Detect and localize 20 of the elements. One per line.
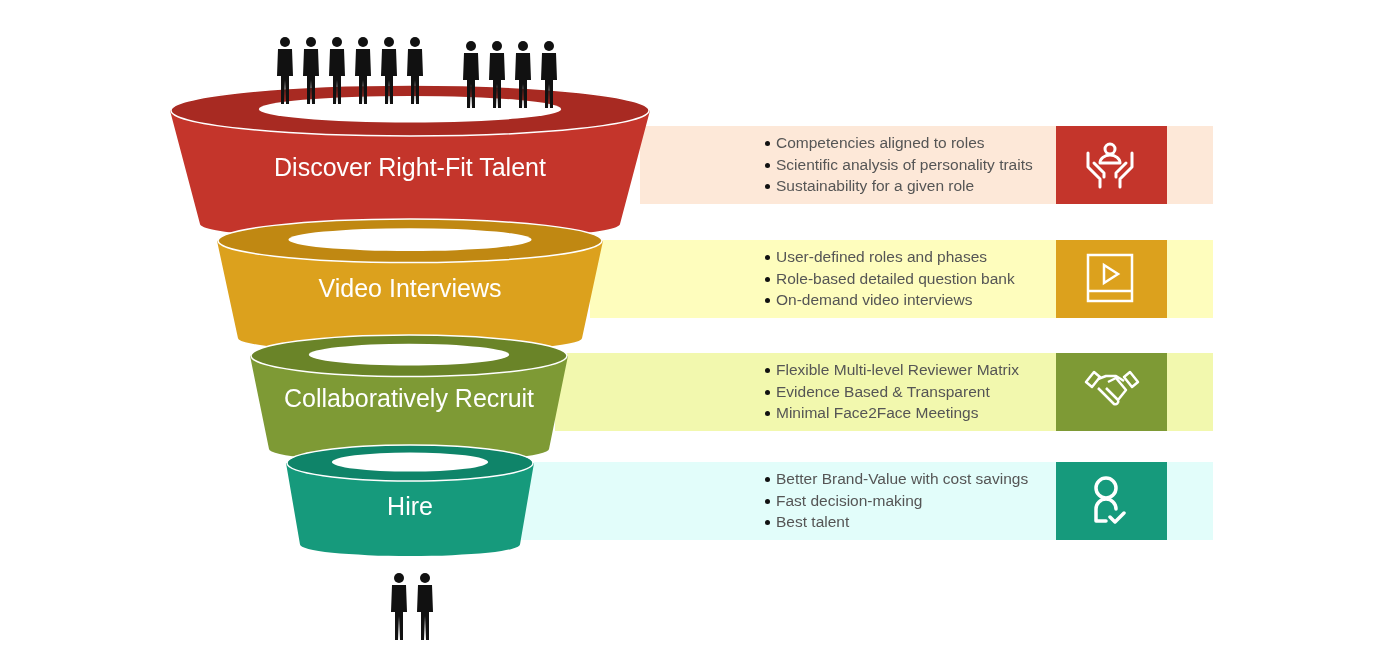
info-band: [640, 126, 1213, 204]
bullet-point: Fast decision-making: [776, 491, 923, 509]
bullet-point: Competencies aligned to roles: [776, 134, 985, 151]
stage-title: Collaboratively Recruit: [283, 384, 535, 413]
bullet-point: User-defined roles and phases: [776, 248, 988, 265]
bullet-point: Better Brand-Value with cost savings: [776, 470, 1029, 487]
info-band: [590, 240, 1213, 318]
bullet-point: Role-based detailed question bank: [776, 269, 1015, 287]
bullet-point: Minimal Face2Face Meetings: [776, 404, 979, 421]
stage-title: Discover Right-Fit Talent: [274, 153, 546, 182]
bullet-point: Flexible Multi-level Reviewer Matrix: [776, 361, 1019, 378]
bullet-point: Best talent: [776, 513, 850, 530]
bullet-point: Sustainability for a given role: [776, 177, 975, 194]
stage-title: Hire: [387, 492, 433, 521]
info-band: [555, 353, 1213, 431]
bullet-point: Evidence Based & Transparent: [776, 382, 990, 400]
bullet-point: On-demand video interviews: [776, 291, 973, 308]
bullet-point: Scientific analysis of personality traits: [776, 155, 1033, 173]
info-band: [520, 462, 1213, 540]
stage-title: Video Interviews: [318, 274, 502, 303]
